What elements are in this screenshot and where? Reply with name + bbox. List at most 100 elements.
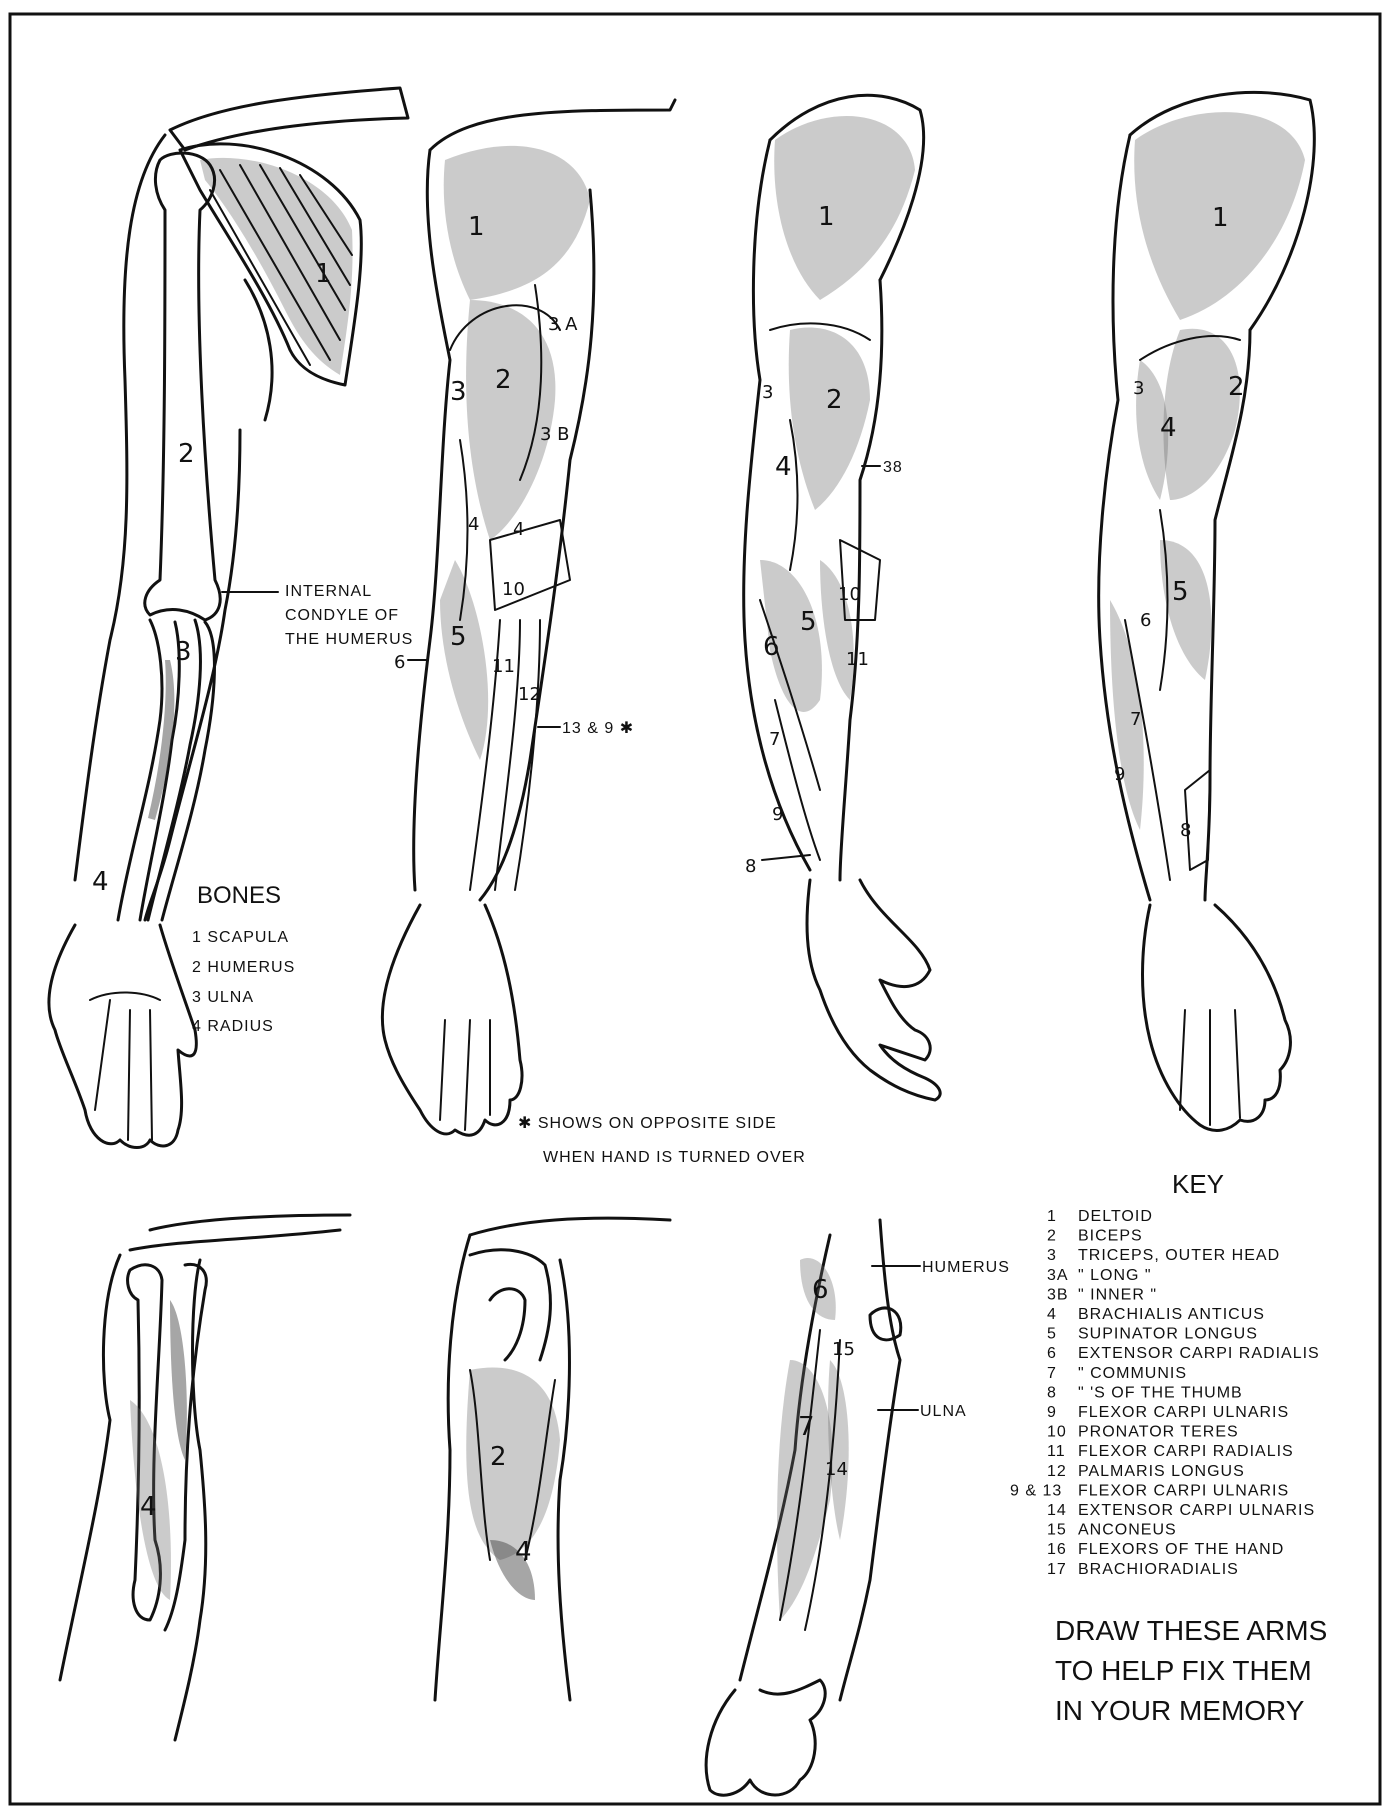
condyle-label-line-3: THE HUMERUS bbox=[285, 631, 413, 648]
key-item-name: EXTENSOR CARPI ULNARIS bbox=[1078, 1502, 1315, 1519]
key-item-number: 17 bbox=[1047, 1561, 1067, 1578]
fig4-label: 7 bbox=[1130, 709, 1141, 730]
fig4-label: 8 bbox=[1180, 820, 1191, 841]
fig1-label: 1 bbox=[315, 259, 332, 289]
fig4-label: 5 bbox=[1172, 577, 1189, 607]
key-item-number: 1 bbox=[1047, 1208, 1057, 1225]
key-item-number: 4 bbox=[1047, 1306, 1057, 1323]
fig7-label: 7 bbox=[798, 1412, 815, 1442]
fig6-label: 4 bbox=[515, 1537, 532, 1567]
fig7-label: 15 bbox=[832, 1339, 855, 1360]
fig2-label: 2 bbox=[495, 365, 512, 395]
fig1-label: 2 bbox=[178, 439, 195, 469]
fig4-label: 1 bbox=[1212, 203, 1229, 233]
key-item-number: 3 bbox=[1047, 1247, 1057, 1264]
ulna-label: ULNA bbox=[920, 1403, 967, 1420]
key-title: KEY bbox=[1172, 1169, 1224, 1199]
key-item-name: PRONATOR TERES bbox=[1078, 1424, 1239, 1441]
asterisk-note-line-1: ✱ SHOWS ON OPPOSITE SIDE bbox=[518, 1115, 777, 1132]
key-item-name: BICEPS bbox=[1078, 1228, 1143, 1245]
key-item-name: FLEXOR CARPI RADIALIS bbox=[1078, 1443, 1294, 1460]
humerus-label: HUMERUS bbox=[922, 1259, 1010, 1276]
figure-side-muscles-arm: 1 2 3 4 38 10 5 11 6 7 9 8 bbox=[744, 95, 941, 1100]
bones-legend: BONES 1 SCAPULA 2 HUMERUS 3 ULNA 4 RADIU… bbox=[192, 882, 295, 1035]
fig2-label: 10 bbox=[502, 579, 525, 600]
condyle-label-line-1: INTERNAL bbox=[285, 583, 372, 600]
fig6-label: 2 bbox=[490, 1442, 507, 1472]
fig2-label: 4 bbox=[468, 514, 479, 535]
bones-item: 3 ULNA bbox=[192, 989, 254, 1006]
fig2-label: 3 A bbox=[548, 314, 578, 335]
key-item-name: EXTENSOR CARPI RADIALIS bbox=[1078, 1345, 1320, 1362]
key-item-name: BRACHIORADIALIS bbox=[1078, 1561, 1239, 1578]
key-item-name: " 'S OF THE THUMB bbox=[1078, 1384, 1243, 1401]
fig2-label: 5 bbox=[450, 622, 467, 652]
fig7-label: 14 bbox=[825, 1459, 848, 1480]
key-item-number: 11 bbox=[1047, 1443, 1066, 1460]
bones-title: BONES bbox=[197, 882, 281, 909]
figure-forearm-extensors: 6 15 7 14 HUMERUS ULNA bbox=[706, 1220, 1010, 1795]
key-item-number: 10 bbox=[1047, 1424, 1067, 1441]
key-legend: KEY 1 DELTOID 2 BICEPS 3 TRICEPS, OUTER HEAD 3… bbox=[1010, 1169, 1320, 1578]
fig3-label: 3 bbox=[762, 382, 773, 403]
fig2-label: 4 bbox=[513, 519, 524, 540]
fig2-label: 11 bbox=[492, 656, 515, 677]
key-item-number: 9 & 13 bbox=[1010, 1482, 1062, 1499]
fig4-label: 9 bbox=[1114, 764, 1125, 785]
fig1-label: 4 bbox=[92, 867, 109, 897]
fig4-label: 2 bbox=[1228, 372, 1245, 402]
figure-front-muscles-arm: 1 2 3 3 A 3 B 4 4 10 5 11 12 6 13 & 9 ✱ bbox=[382, 100, 675, 1135]
key-item-number: 14 bbox=[1047, 1502, 1067, 1519]
marker-38: 38 bbox=[883, 459, 903, 476]
fig2-label: 6 bbox=[394, 652, 405, 673]
fig3-label: 4 bbox=[775, 452, 792, 482]
instruction-line-3: IN YOUR MEMORY bbox=[1055, 1695, 1305, 1726]
key-item-name: ANCONEUS bbox=[1078, 1522, 1177, 1539]
fig3-label: 1 bbox=[818, 202, 835, 232]
key-item-name: " INNER " bbox=[1078, 1286, 1157, 1303]
condyle-label-line-2: CONDYLE OF bbox=[285, 607, 399, 624]
key-item-number: 8 bbox=[1047, 1384, 1057, 1401]
key-item-name: FLEXOR CARPI ULNARIS bbox=[1078, 1482, 1289, 1499]
fig3-label: 9 bbox=[772, 804, 783, 825]
figure-radius-arm: 4 bbox=[60, 1215, 350, 1740]
fig3-label: 5 bbox=[800, 607, 817, 637]
marker-13-9: 13 & 9 ✱ bbox=[562, 720, 634, 737]
key-item-name: TRICEPS, OUTER HEAD bbox=[1078, 1247, 1280, 1264]
fig3-label: 8 bbox=[745, 856, 756, 877]
key-item-name: PALMARIS LONGUS bbox=[1078, 1463, 1245, 1480]
key-item-name: FLEXORS OF THE HAND bbox=[1078, 1541, 1284, 1558]
key-item-name: " LONG " bbox=[1078, 1267, 1152, 1284]
instruction-text: DRAW THESE ARMS TO HELP FIX THEM IN YOUR… bbox=[1055, 1615, 1327, 1726]
fig2-label: 1 bbox=[468, 212, 485, 242]
key-item-number: 5 bbox=[1047, 1326, 1057, 1343]
key-item-number: 6 bbox=[1047, 1345, 1057, 1362]
fig3-label: 6 bbox=[763, 632, 780, 662]
fig1-label: 3 bbox=[175, 637, 192, 667]
key-item-name: " COMMUNIS bbox=[1078, 1365, 1187, 1382]
bones-item: 4 RADIUS bbox=[192, 1018, 274, 1035]
bones-item: 1 SCAPULA bbox=[192, 929, 289, 946]
fig3-label: 2 bbox=[826, 385, 843, 415]
fig2-label: 3 B bbox=[540, 424, 570, 445]
fig4-label: 6 bbox=[1140, 610, 1151, 631]
bones-item: 2 HUMERUS bbox=[192, 959, 295, 976]
fig3-label: 10 bbox=[838, 584, 861, 605]
asterisk-note-line-2: WHEN HAND IS TURNED OVER bbox=[543, 1149, 806, 1166]
key-item-number: 16 bbox=[1047, 1541, 1067, 1558]
key-item-number: 2 bbox=[1047, 1228, 1057, 1245]
key-item-number: 15 bbox=[1047, 1522, 1067, 1539]
key-item-number: 7 bbox=[1047, 1365, 1057, 1382]
instruction-line-2: TO HELP FIX THEM bbox=[1055, 1655, 1312, 1686]
key-item-number: 12 bbox=[1047, 1463, 1067, 1480]
instruction-line-1: DRAW THESE ARMS bbox=[1055, 1615, 1327, 1646]
fig3-label: 7 bbox=[769, 729, 780, 750]
key-item-name: DELTOID bbox=[1078, 1208, 1153, 1225]
fig7-label: 6 bbox=[812, 1275, 829, 1305]
figure-biceps-arm: 2 4 bbox=[435, 1218, 670, 1700]
key-item-name: FLEXOR CARPI ULNARIS bbox=[1078, 1404, 1289, 1421]
fig3-label: 11 bbox=[846, 649, 869, 670]
key-item-number: 3B bbox=[1047, 1286, 1069, 1303]
fig4-label: 4 bbox=[1160, 413, 1177, 443]
